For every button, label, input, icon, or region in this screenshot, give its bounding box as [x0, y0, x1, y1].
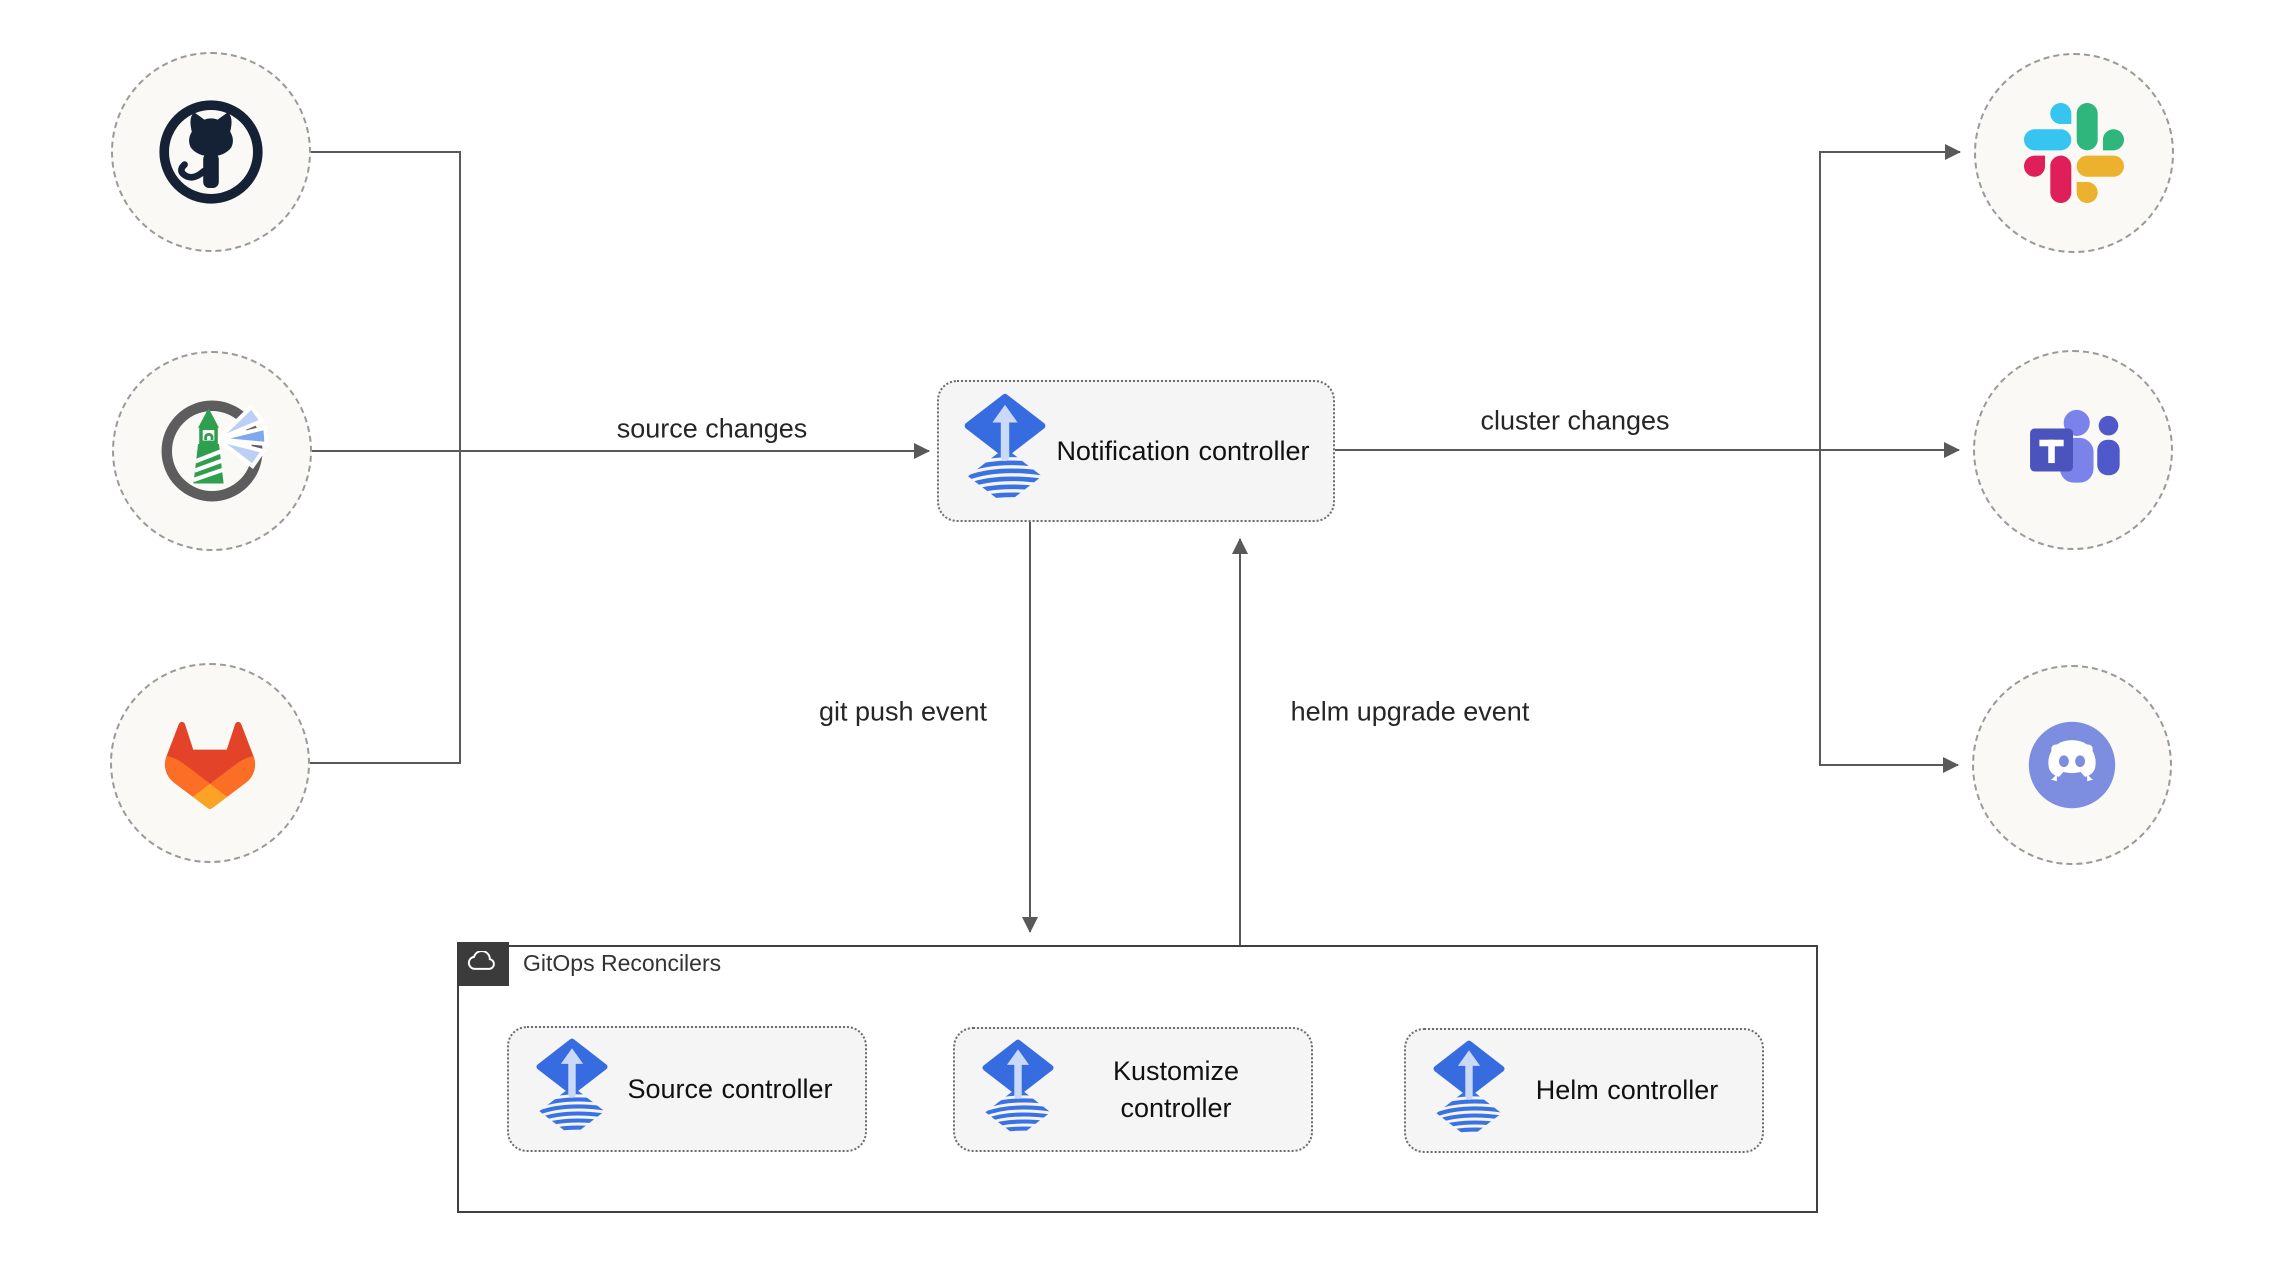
notification-controller-node: Notification controller — [937, 380, 1335, 522]
edge-label-helm-upgrade-event: helm upgrade event — [1285, 696, 1535, 728]
gitops-reconcilers-title: GitOps Reconcilers — [523, 950, 722, 976]
github-icon — [159, 100, 263, 204]
flux-icon — [964, 393, 1046, 505]
kustomize-controller-node: Kustomize controller — [953, 1027, 1313, 1152]
teams-node — [1973, 350, 2173, 550]
github-node — [111, 52, 311, 252]
gitlab-icon — [164, 721, 256, 809]
source-controller-label: Source controller — [627, 1073, 833, 1104]
microsoft-teams-icon — [2030, 409, 2120, 483]
discord-icon — [2028, 721, 2116, 809]
source-controller-node: Source controller — [507, 1026, 867, 1152]
notification-controller-label: Notification controller — [1056, 435, 1310, 466]
helm-controller-node: Helm controller — [1404, 1028, 1764, 1153]
flux-icon — [536, 1038, 608, 1137]
gitlab-node — [110, 663, 310, 863]
flux-icon — [1433, 1040, 1505, 1138]
harbor-node — [112, 351, 312, 551]
edge-label-cluster-changes: cluster changes — [1475, 405, 1675, 437]
edge-label-git-push-event: git push event — [813, 696, 993, 728]
kustomize-controller-label: Kustomize controller — [1112, 1056, 1240, 1123]
edge-label-source-changes: source changes — [611, 413, 813, 445]
harbor-icon — [161, 400, 269, 502]
gitops-reconcilers-badge — [457, 942, 509, 986]
slack-node — [1974, 53, 2174, 253]
discord-node — [1972, 665, 2172, 865]
flux-icon — [982, 1039, 1054, 1137]
cloud-icon — [467, 951, 495, 970]
slack-icon — [2024, 103, 2124, 203]
helm-controller-label: Helm controller — [1535, 1075, 1719, 1106]
